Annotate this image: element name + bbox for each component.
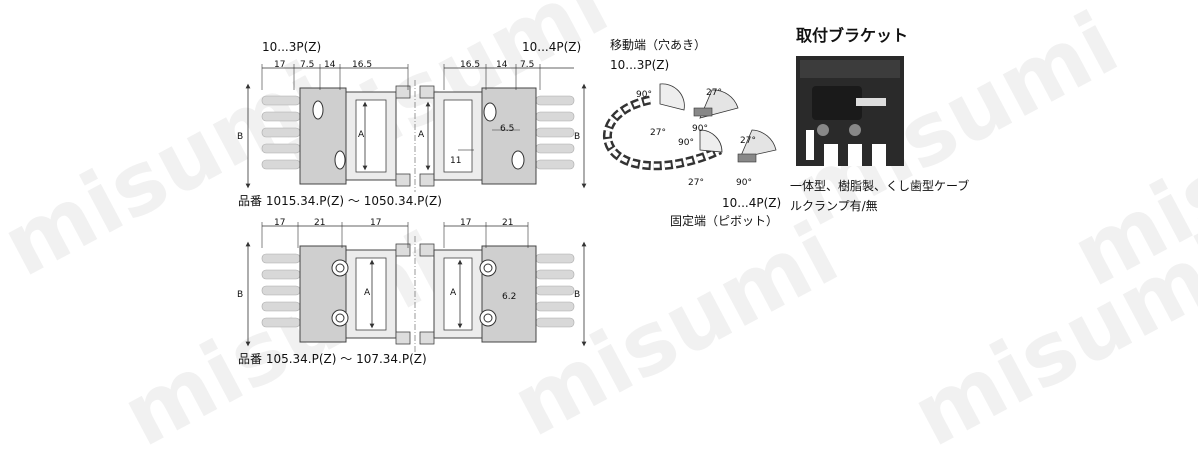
dim-a-label: A (358, 130, 365, 140)
dim-label: 17 (370, 218, 382, 228)
bracket-title: 取付ブラケット (796, 26, 909, 45)
dim-label: 21 (314, 218, 326, 228)
angle-label: 90° (692, 124, 708, 134)
dim-b-label: B (237, 132, 244, 142)
bracket-description: 一体型、樹脂製、くし歯型ケーブルクランプ有/無 (790, 179, 970, 213)
dim-label: 17 (274, 218, 286, 228)
dim-b-label: B (574, 290, 581, 300)
dim-label: 16.5 (352, 60, 373, 70)
moving-end-part: 10...3P(Z) (610, 58, 670, 72)
dim-label: 21 (502, 218, 514, 228)
dim-b-label: B (574, 132, 581, 142)
dim-label: 14 (496, 60, 508, 70)
technical-drawings (245, 56, 904, 352)
dim-label: 11 (450, 156, 462, 166)
angle-label: 90° (736, 178, 752, 188)
fixed-end-label: 固定端（ピボット） (670, 214, 779, 228)
drawing-2 (245, 222, 587, 352)
dim-label: 17 (460, 218, 472, 228)
angle-label: 90° (636, 90, 652, 100)
dim-label: 16.5 (460, 60, 481, 70)
angle-label: 27° (740, 136, 756, 146)
drawing1-label-left: 10...3P(Z) (262, 40, 322, 54)
drawing1-label-right: 10...4P(Z) (522, 40, 582, 54)
dim-a-label: A (418, 130, 425, 140)
dim-label: 7.5 (520, 60, 535, 70)
bracket-photo (796, 56, 904, 166)
dim-label: 6.2 (502, 292, 517, 302)
angle-label: 27° (688, 178, 704, 188)
angle-label: 27° (706, 88, 722, 98)
dim-label: 17 (274, 60, 286, 70)
dim-b-label: B (237, 290, 244, 300)
dim-a-label: A (450, 288, 457, 298)
chain-diagram (602, 83, 777, 171)
drawing-1 (245, 64, 587, 192)
drawing1-part-number: 品番 1015.34.P(Z) ～ 1050.34.P(Z) (238, 194, 442, 208)
moving-end-label: 移動端（穴あき） (610, 38, 707, 52)
fixed-end-part: 10...4P(Z) (722, 196, 782, 210)
angle-label: 90° (678, 138, 694, 148)
angle-label: 27° (650, 128, 666, 138)
dim-label: 14 (324, 60, 336, 70)
dim-a-label: A (364, 288, 371, 298)
dim-label: 7.5 (300, 60, 315, 70)
dim-label: 6.5 (500, 124, 515, 134)
drawing2-part-number: 品番 105.34.P(Z) ～ 107.34.P(Z) (238, 352, 427, 366)
